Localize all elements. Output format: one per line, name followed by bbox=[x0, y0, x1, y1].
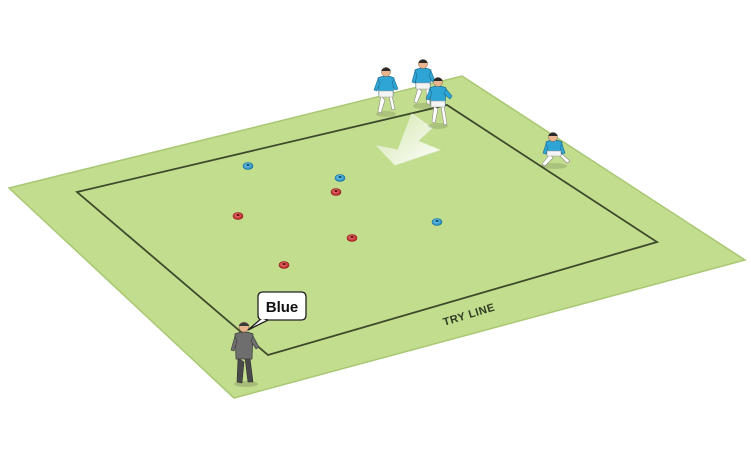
pitch-surface bbox=[7, 75, 747, 399]
blue-player-attacker bbox=[425, 77, 453, 129]
blue-marker bbox=[242, 162, 254, 170]
blue-player-attacker bbox=[411, 59, 436, 109]
attack-direction-arrow bbox=[375, 113, 442, 166]
coach-callout: Blue bbox=[247, 291, 307, 331]
pitch-boundary-lines bbox=[75, 104, 660, 356]
blue-marker bbox=[334, 174, 346, 182]
blue-marker bbox=[431, 218, 443, 226]
coach-callout-text: Blue bbox=[266, 299, 299, 316]
red-marker bbox=[330, 188, 342, 196]
blue-player-defender bbox=[541, 132, 571, 169]
coach-figure bbox=[230, 321, 260, 387]
blue-player-attacker bbox=[373, 67, 399, 117]
red-marker bbox=[278, 261, 290, 269]
red-marker bbox=[346, 234, 358, 242]
marker-discs bbox=[232, 162, 443, 269]
red-marker bbox=[232, 212, 244, 220]
